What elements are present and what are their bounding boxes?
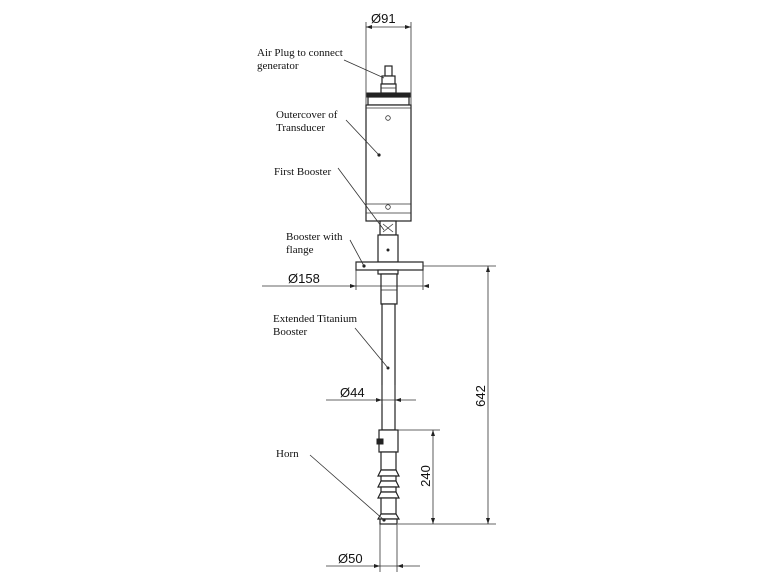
dim-d158-label: Ø158 [288, 271, 320, 286]
label-first-booster: First Booster [274, 166, 331, 178]
horn [376, 429, 401, 525]
dim-d91 [365, 22, 412, 105]
label-horn: Horn [276, 448, 299, 460]
label-titanium-line2: Booster [273, 326, 308, 338]
label-outercover-line2: Transducer [276, 122, 325, 134]
dim-d158 [262, 262, 429, 290]
transducer-cover [365, 92, 412, 222]
dim-d50-label: Ø50 [338, 551, 363, 566]
dim-l240-label: 240 [418, 465, 433, 487]
titanium-booster [380, 273, 398, 431]
dim-l642 [398, 265, 496, 525]
label-titanium-line1: Extended Titanium [273, 313, 357, 325]
dim-d44-label: Ø44 [340, 385, 365, 400]
label-outercover-line1: Outercover of [276, 109, 338, 121]
dim-d91-label: Ø91 [371, 11, 396, 26]
label-air-plug-line2: generator [257, 60, 299, 72]
dim-l642-label: 642 [473, 385, 488, 407]
dim-d50 [326, 524, 420, 572]
air-plug [380, 65, 397, 94]
dim-d44 [326, 385, 416, 404]
label-air-plug-line1: Air Plug to connect [257, 47, 343, 59]
label-booster-flange-line1: Booster with [286, 231, 343, 243]
first-booster [377, 220, 399, 263]
leader-lines [309, 59, 389, 521]
dim-l240 [398, 429, 440, 524]
booster-flange [355, 261, 424, 275]
label-booster-flange-line2: flange [286, 244, 314, 256]
